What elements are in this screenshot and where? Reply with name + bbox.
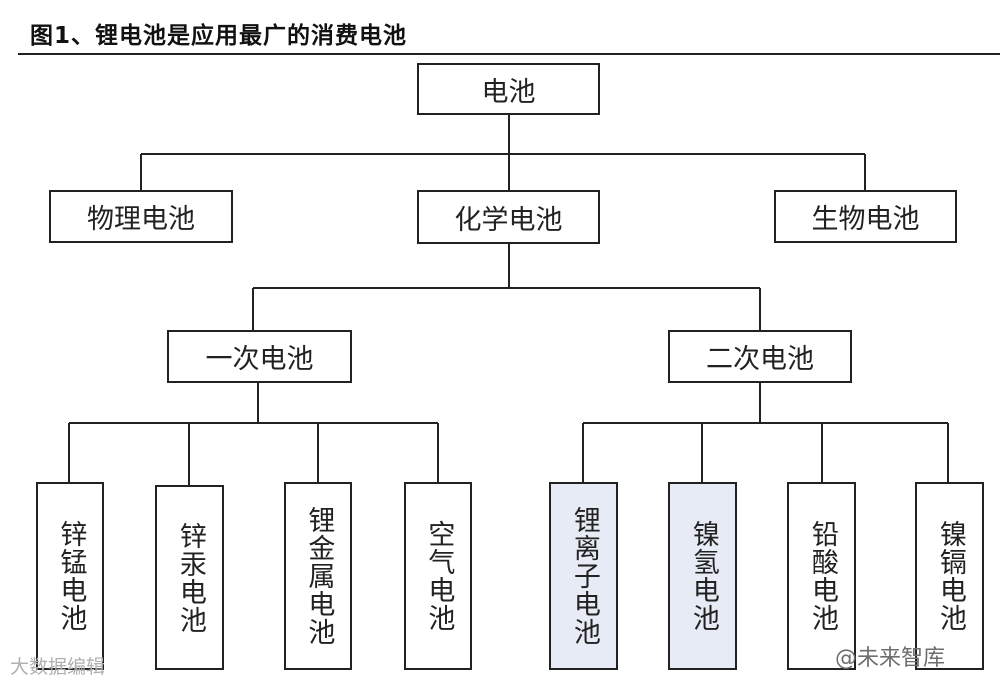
node-air-battery: 空气电池	[404, 482, 472, 670]
node-zinc-mercury-battery: 锌汞电池	[155, 485, 224, 670]
node-physical-battery: 物理电池	[49, 190, 233, 243]
watermark-right: @未来智库	[835, 646, 946, 671]
node-chemical-battery: 化学电池	[417, 190, 600, 244]
node-lead-acid-battery: 铅酸电池	[787, 482, 856, 670]
node-primary-battery: 一次电池	[167, 330, 352, 383]
node-biological-battery: 生物电池	[774, 190, 957, 243]
node-nickel-hydrogen-battery: 镍氢电池	[668, 482, 737, 670]
watermark-left: 大数据编辑	[10, 656, 106, 678]
node-lithium-ion-battery: 锂离子电池	[549, 482, 618, 670]
node-zinc-manganese-battery: 锌锰电池	[36, 482, 104, 670]
node-lithium-metal-battery: 锂金属电池	[284, 482, 352, 670]
node-secondary-battery: 二次电池	[668, 330, 852, 383]
figure-title: 图1、锂电池是应用最广的消费电池	[30, 23, 408, 49]
node-nickel-cadmium-battery: 镍镉电池	[915, 482, 984, 670]
node-battery: 电池	[417, 63, 600, 115]
title-rule	[18, 53, 1000, 55]
